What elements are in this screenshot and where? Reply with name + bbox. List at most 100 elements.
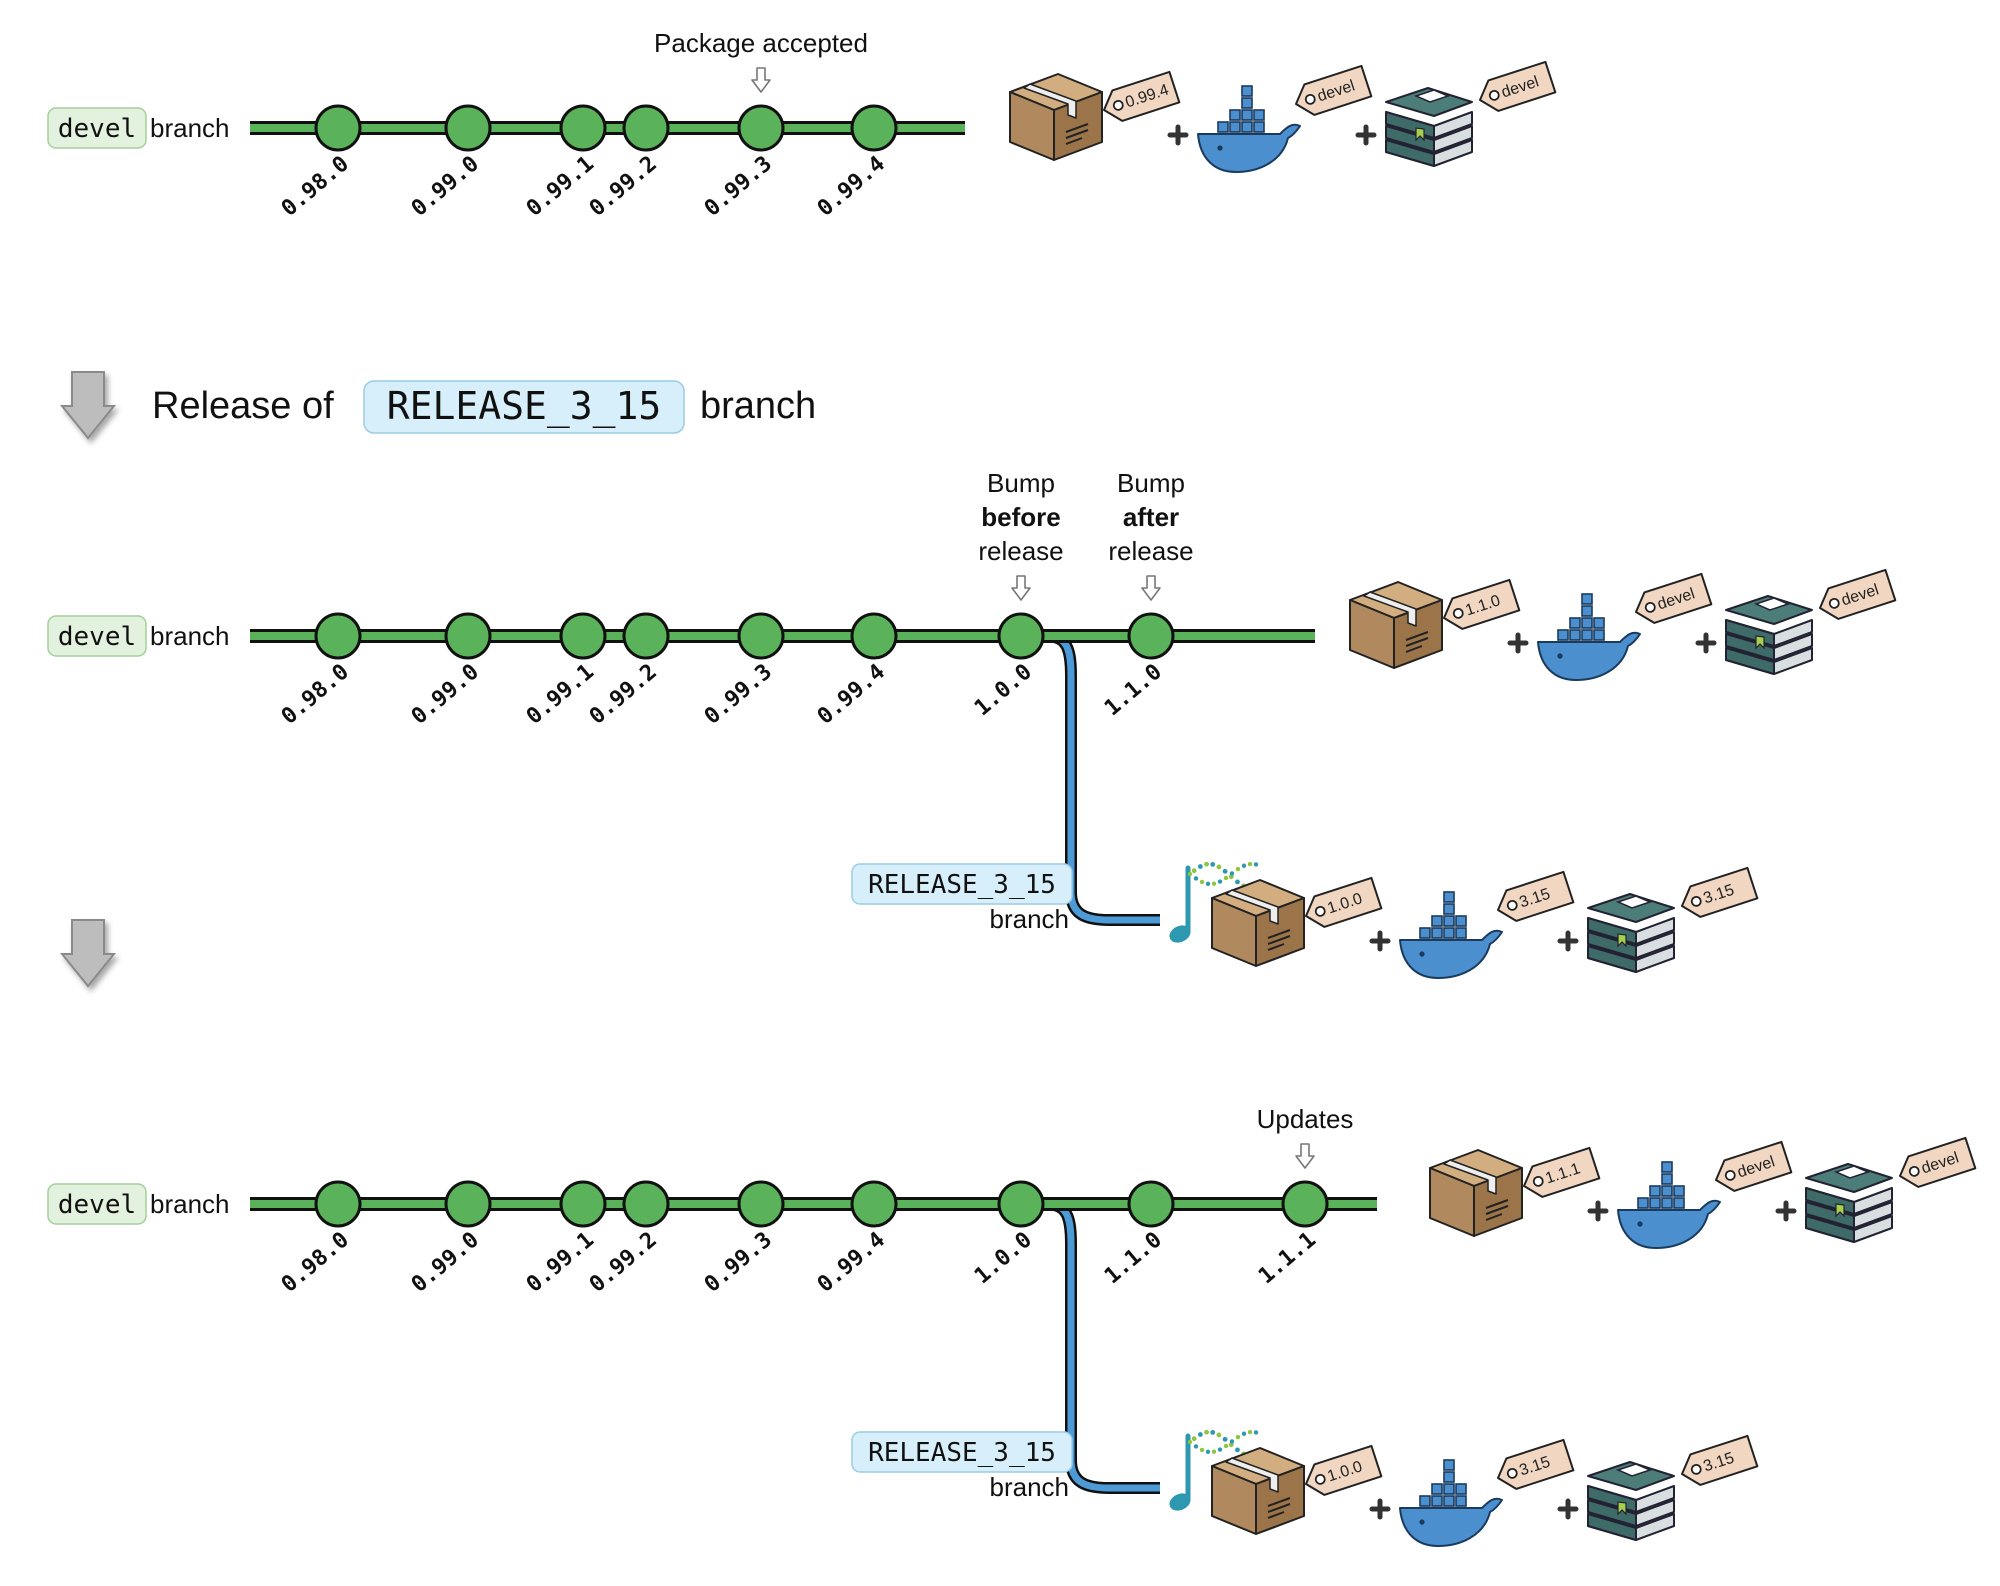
arrow-down-icon	[1141, 575, 1161, 601]
docker-version-tag: 3.15	[1497, 870, 1575, 922]
package-box-icon	[1429, 1149, 1523, 1237]
docs-version-tag: 3.15	[1681, 1434, 1759, 1486]
package-version-tag: 0.99.4	[1103, 70, 1181, 122]
commit-node	[444, 104, 492, 152]
package-box-icon	[1211, 879, 1305, 967]
commit-version-label: 1.0.0	[970, 659, 1037, 721]
arrow-down-icon	[1011, 575, 1031, 601]
books-icon	[1385, 87, 1473, 167]
devel-artifacts: 1.1.0 devel devel	[1349, 568, 1897, 681]
books-icon	[1587, 1461, 1675, 1541]
package-version-tag: 1.1.0	[1443, 578, 1521, 630]
docker-whale-icon	[1537, 593, 1641, 681]
plus-icon	[1355, 124, 1377, 146]
docker-whale-icon	[1617, 1161, 1721, 1249]
commit-version-label: 0.98.0	[277, 1227, 354, 1297]
devel-tag-text: devel	[58, 1190, 136, 1220]
commit-version-label: 0.99.0	[407, 151, 484, 221]
commit-version-label: 0.99.0	[407, 659, 484, 729]
commit-version-label: 0.99.1	[522, 659, 599, 729]
commit-node	[997, 612, 1045, 660]
plus-icon	[1369, 1498, 1391, 1520]
release-tag-text: RELEASE_3_15	[868, 1438, 1056, 1468]
commit-node	[997, 1180, 1045, 1228]
commit-version-label: 1.1.0	[1100, 659, 1167, 721]
commit-node	[622, 104, 670, 152]
books-icon	[1725, 595, 1813, 675]
docs-version-tag: devel	[1819, 568, 1897, 620]
devel-tag-badge	[47, 1183, 147, 1225]
plus-icon	[1775, 1200, 1797, 1222]
commit-annotation-text: release	[1108, 536, 1193, 566]
commit-version-label: 0.98.0	[277, 151, 354, 221]
plus-icon	[1695, 632, 1717, 654]
commit-node	[1127, 1180, 1175, 1228]
docs-version-tag: 3.15	[1681, 866, 1759, 918]
docker-version-tag: devel	[1295, 64, 1373, 116]
section-title-branch-tag	[363, 380, 685, 434]
devel-tag-badge	[47, 615, 147, 657]
commit-node	[737, 104, 785, 152]
devel-branch-word: branch	[150, 113, 230, 143]
devel-tag-badge	[47, 107, 147, 149]
devel-tag-text: devel	[58, 622, 136, 652]
commit-annotation-text: Package accepted	[654, 28, 868, 58]
commit-annotation-text: Bump	[987, 468, 1055, 498]
commit-node	[314, 1180, 362, 1228]
commit-version-label: 0.99.3	[700, 151, 777, 221]
commit-node	[737, 612, 785, 660]
commit-node	[850, 104, 898, 152]
docker-whale-icon	[1399, 1459, 1503, 1547]
devel-branch-word: branch	[150, 621, 230, 651]
plus-icon	[1507, 632, 1529, 654]
bioconductor-logo-icon	[1169, 1429, 1259, 1511]
package-box-icon	[1009, 73, 1103, 161]
commit-node	[622, 1180, 670, 1228]
plus-icon	[1167, 124, 1189, 146]
commit-node	[314, 104, 362, 152]
docker-version-tag: 3.15	[1497, 1438, 1575, 1490]
books-icon	[1805, 1163, 1893, 1243]
devel-tag-text: devel	[58, 114, 136, 144]
plus-icon	[1369, 930, 1391, 952]
commit-node	[444, 612, 492, 660]
commit-node	[850, 1180, 898, 1228]
section-title-branch: RELEASE_3_15	[387, 384, 662, 429]
commit-version-label: 0.99.1	[522, 1227, 599, 1297]
commit-version-label: 0.99.2	[585, 659, 662, 729]
commit-node	[1281, 1180, 1329, 1228]
commit-version-label: 1.1.0	[1100, 1227, 1167, 1289]
docs-version-tag: devel	[1479, 60, 1557, 112]
commit-node	[444, 1180, 492, 1228]
devel-branch-label: devel branch	[47, 107, 230, 149]
docs-version-tag: devel	[1899, 1136, 1977, 1188]
commit-node	[1127, 612, 1175, 660]
commit-node	[559, 104, 607, 152]
release-tag-text: RELEASE_3_15	[868, 870, 1056, 900]
commit-node	[559, 1180, 607, 1228]
arrow-down-icon	[1295, 1143, 1315, 1169]
commit-version-label: 1.1.1	[1254, 1227, 1321, 1289]
commit-node	[314, 612, 362, 660]
commit-version-label: 0.99.2	[585, 151, 662, 221]
package-box-icon	[1211, 1447, 1305, 1535]
release-tag-badge	[851, 863, 1073, 905]
docker-version-tag: devel	[1635, 572, 1713, 624]
release-artifacts: 1.0.0 3.15 3.15	[1169, 1429, 1759, 1547]
devel-branch-label: devel branch	[47, 1183, 230, 1225]
commit-annotation-text: after	[1123, 502, 1179, 532]
docker-whale-icon	[1197, 85, 1301, 173]
commit-version-label: 0.98.0	[277, 659, 354, 729]
devel-branch-word: branch	[150, 1189, 230, 1219]
devel-artifacts: 0.99.4 devel devel	[1009, 60, 1557, 173]
commit-version-label: 0.99.0	[407, 1227, 484, 1297]
commit-version-label: 0.99.1	[522, 151, 599, 221]
package-version-tag: 1.0.0	[1305, 1444, 1383, 1496]
